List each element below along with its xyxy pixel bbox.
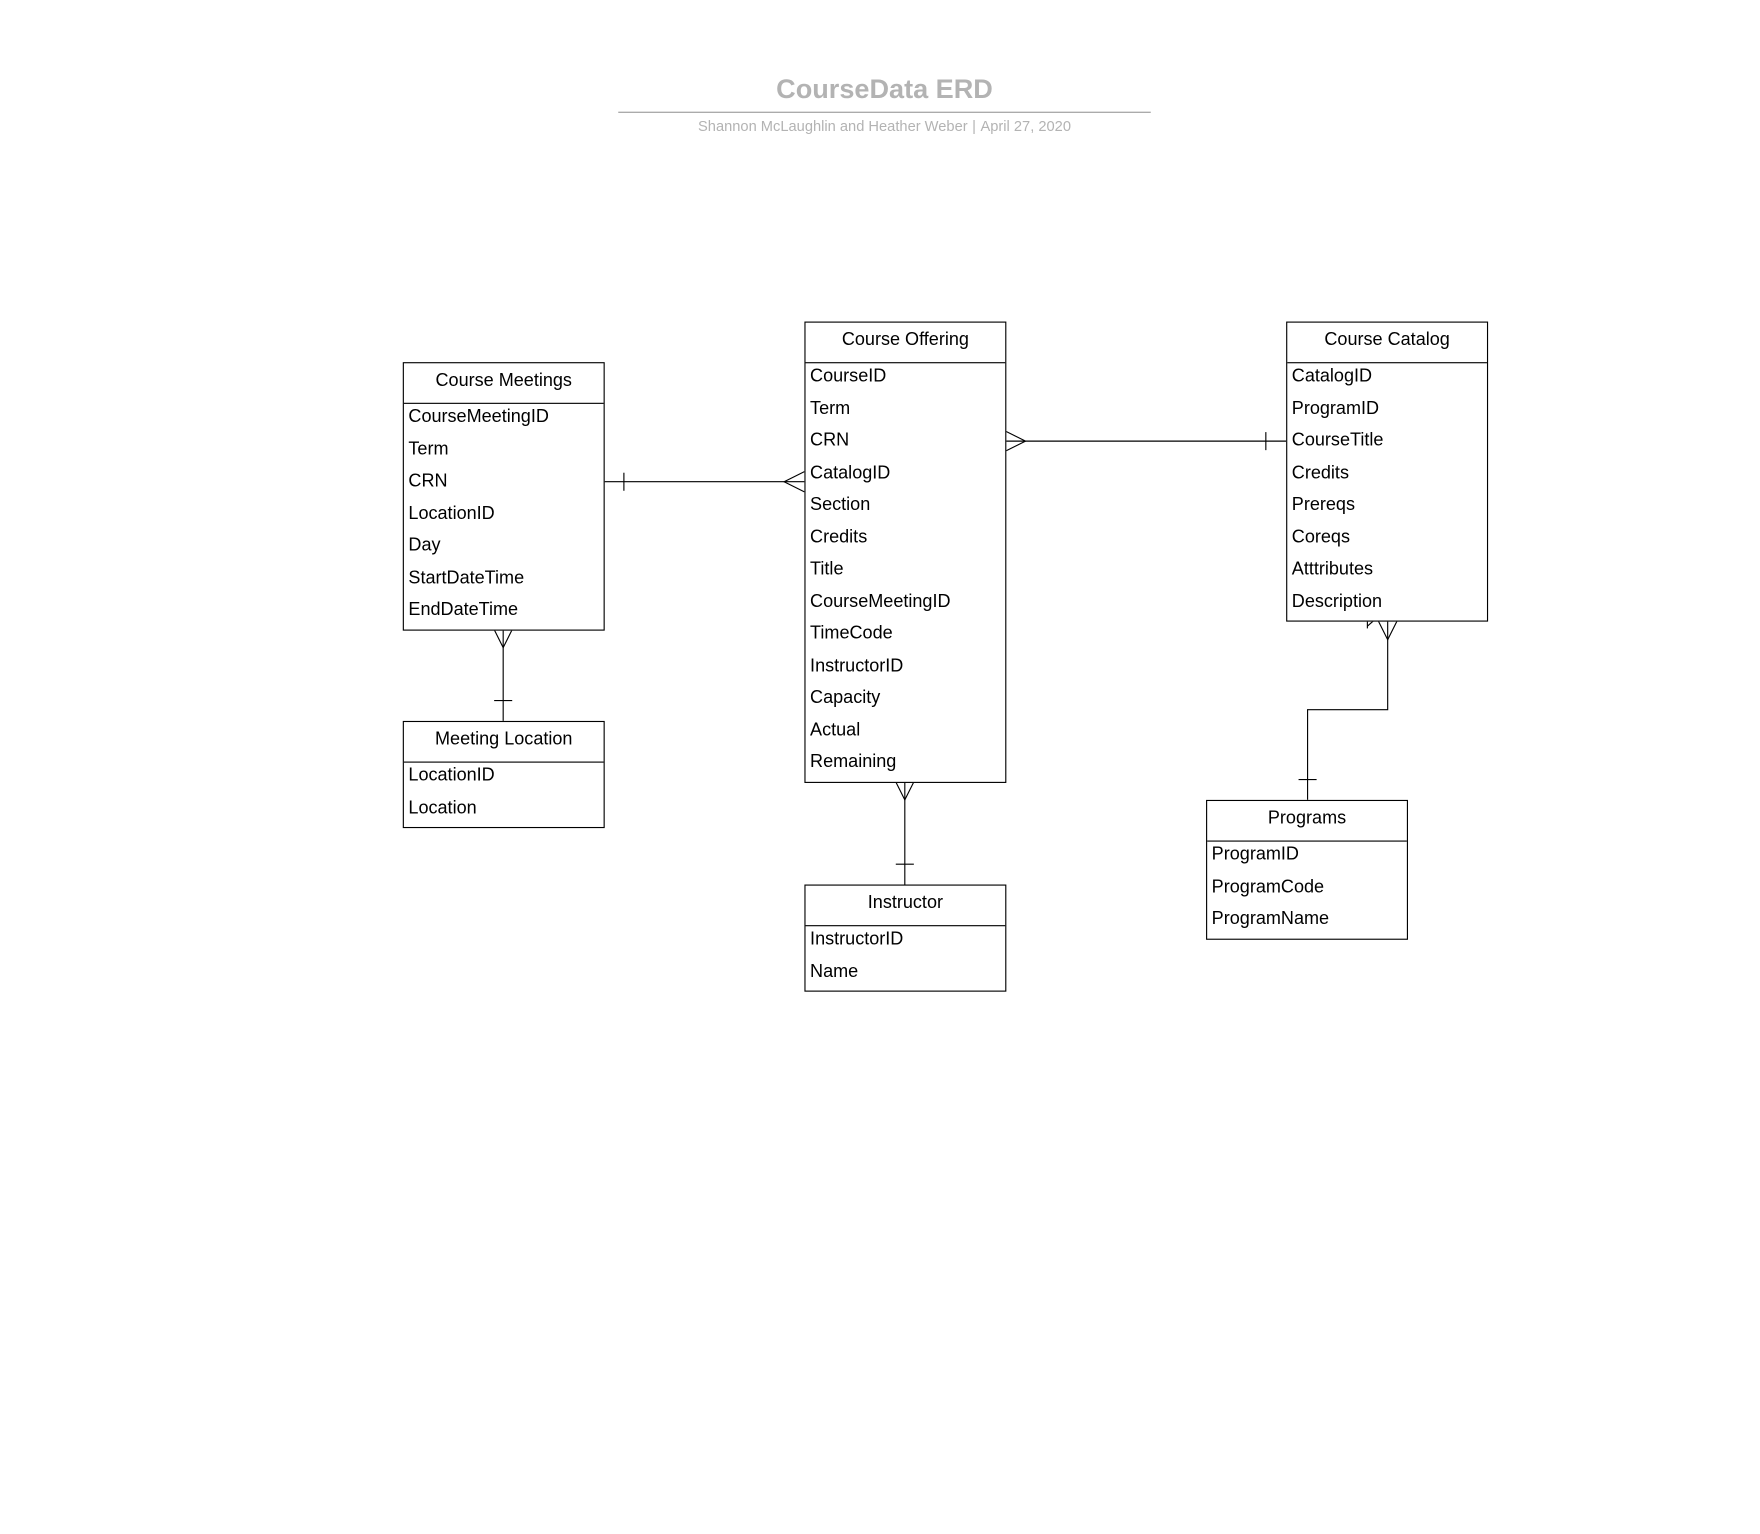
entity-header: Course Offering [805, 323, 1006, 364]
field-list: ProgramID ProgramCode ProgramName [1207, 842, 1407, 938]
relationship-meetings-offering[interactable] [603, 471, 805, 493]
field-item: CourseMeetingID [810, 591, 951, 611]
entity-meeting-location[interactable]: Meeting Location LocationID Location [402, 720, 605, 829]
entity-course-meetings[interactable]: Course Meetings CourseMeetingID Term CRN… [402, 362, 605, 631]
field-item: Prereqs [1291, 495, 1356, 515]
crows-foot-marker [894, 779, 916, 802]
field-item: CRN [810, 430, 850, 451]
entity-instructor[interactable]: Instructor InstructorID Name [804, 884, 1007, 992]
field-item: CourseMeetingID [408, 407, 549, 427]
field-item: Name [810, 961, 859, 981]
field-item: Credits [810, 527, 868, 547]
field-item: ProgramID [1211, 845, 1299, 865]
field-item: CRN [408, 471, 448, 491]
entity-course-offering[interactable]: Course Offering CourseID Term CRN Catalo… [804, 321, 1007, 783]
field-item: LocationID [408, 766, 495, 786]
field-item: ProgramName [1211, 909, 1330, 929]
field-item: ProgramID [1291, 398, 1380, 418]
relationship-catalog-programs[interactable] [1298, 609, 1399, 800]
authors-text: Shannon McLaughlin and Heather Weber [698, 117, 968, 135]
field-item: TimeCode [810, 623, 893, 644]
crows-foot-marker [492, 627, 514, 649]
field-list: CatalogID ProgramID CourseTitle Credits … [1287, 363, 1487, 620]
field-item: Credits [1291, 463, 1349, 483]
field-item: LocationID [408, 503, 495, 523]
crows-foot-marker [1377, 619, 1399, 641]
field-list: LocationID Location [404, 763, 604, 827]
entity-course-catalog[interactable]: Course Catalog CatalogID ProgramID Cours… [1286, 321, 1489, 622]
field-list: InstructorID Name [806, 926, 1006, 990]
field-item: Remaining [810, 752, 897, 772]
entity-header: Course Meetings [403, 363, 604, 404]
field-item: CourseTitle [1291, 430, 1384, 451]
field-item: Coreqs [1291, 527, 1350, 547]
entity-header: Meeting Location [403, 722, 604, 763]
field-list: CourseMeetingID Term CRN LocationID Day … [404, 404, 604, 629]
field-list: CourseID Term CRN CatalogID Section Cred… [806, 363, 1006, 781]
title-divider [618, 111, 1151, 113]
field-item: Description [1291, 591, 1383, 611]
field-item: Actual [810, 720, 861, 740]
field-item: Atttributes [1291, 559, 1374, 579]
field-item: StartDateTime [408, 568, 525, 588]
entity-header: Course Catalog [1287, 323, 1487, 364]
field-item: Term [408, 439, 449, 459]
entity-header: Programs [1207, 801, 1407, 842]
field-item: Location [408, 798, 477, 818]
entity-header: Instructor [805, 886, 1006, 927]
date-text: April 27, 2020 [980, 117, 1071, 135]
field-item: CatalogID [1291, 366, 1373, 386]
field-item: Capacity [810, 688, 881, 708]
field-item: InstructorID [810, 656, 904, 676]
field-item: Title [810, 559, 844, 579]
field-item: Term [810, 398, 851, 418]
crows-foot-marker [782, 471, 805, 493]
field-item: InstructorID [810, 929, 904, 949]
field-item: EndDateTime [408, 600, 519, 620]
field-item: CatalogID [810, 463, 891, 483]
subtitle-separator: | [972, 117, 976, 135]
field-item: CourseID [810, 366, 887, 386]
field-item: Section [810, 495, 871, 515]
relationship-offering-instructor[interactable] [894, 779, 916, 885]
field-item: Day [408, 535, 441, 556]
diagram-subtitle: Shannon McLaughlin and Heather Weber|Apr… [618, 116, 1151, 136]
relationship-meetings-location[interactable] [492, 627, 514, 721]
relationship-offering-catalog[interactable] [1004, 430, 1287, 452]
crows-foot-marker [1004, 430, 1027, 452]
entity-programs[interactable]: Programs ProgramID ProgramCode ProgramNa… [1206, 799, 1408, 940]
diagram-title: CourseData ERD [776, 74, 993, 105]
field-item: ProgramCode [1211, 877, 1325, 897]
